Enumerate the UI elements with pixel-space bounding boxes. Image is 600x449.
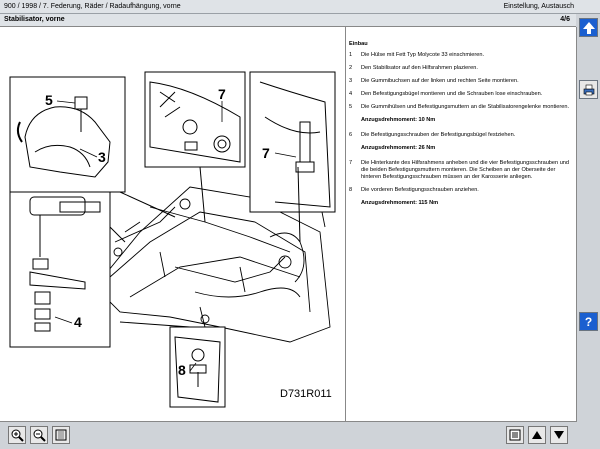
grid-icon: [509, 429, 521, 441]
callout-5: 4: [74, 314, 82, 330]
technical-illustration: 5 3 7 7 4 8 D731R011: [0, 27, 345, 421]
document-header: Stabilisator, vorne 4/6: [0, 14, 576, 27]
torque-spec: Anzugsdrehmoment: 26 Nm: [361, 145, 436, 151]
detail-box-lower-left: [9, 191, 126, 348]
stabilizer-drawing: 5 3 7 7 4 8 D731R011: [9, 71, 336, 408]
instruction-step: 8 Die vorderen Befestigungsschrauben anz…: [349, 187, 479, 193]
instruction-step: 5 Die Gummihülsen und Befestigungsmutter…: [349, 104, 570, 110]
detail-box-upper-center: [144, 71, 246, 223]
instruction-step: 6 Die Befestigungsschrauben der Befestig…: [349, 132, 516, 138]
instructions-heading: Einbau: [349, 41, 368, 47]
fit-page-icon: [55, 429, 67, 441]
torque-spec: Anzugsdrehmoment: 10 Nm: [361, 117, 436, 123]
fit-page-button[interactable]: [52, 426, 70, 444]
grid-view-button[interactable]: [506, 426, 524, 444]
instruction-step: 1 Die Hülse mit Fett Typ Molycote 33 ein…: [349, 52, 485, 58]
arrow-up-icon: [582, 21, 595, 34]
previous-page-button[interactable]: [528, 426, 546, 444]
zoom-in-icon: [11, 429, 24, 442]
print-icon: [583, 84, 594, 95]
callout-7a: 7: [218, 86, 226, 102]
torque-spec: Anzugsdrehmoment: 115 Nm: [361, 200, 439, 206]
instruction-step: 7 Die Hinterkante des Hilfsrahmens anheb…: [349, 160, 570, 180]
figure-code: D731R011: [280, 388, 332, 400]
triangle-up-icon: [532, 431, 542, 439]
zoom-out-button[interactable]: [30, 426, 48, 444]
callout-3: 3: [98, 149, 106, 165]
mode-label: Einstellung, Austausch: [503, 3, 574, 10]
breadcrumb: 900 / 1998 / 7. Federung, Räder / Radauf…: [4, 3, 181, 10]
callout-7b: 7: [262, 145, 270, 161]
instruction-step: 2 Den Stabilisator auf den Hilfsrahmen p…: [349, 65, 478, 71]
help-button[interactable]: ?: [579, 312, 598, 331]
navigate-up-button[interactable]: [579, 18, 598, 37]
content-area: 5 3 7 7 4 8 D731R011 Einbau 1 Die Hülse: [0, 27, 577, 422]
page-counter: 4/6: [560, 16, 570, 23]
title-bar: 900 / 1998 / 7. Federung, Räder / Radauf…: [0, 0, 600, 14]
bottom-toolbar: [0, 422, 576, 449]
callout-4: 5: [45, 92, 53, 108]
instruction-step: 3 Die Gummibuchsen auf der linken und re…: [349, 78, 519, 84]
instruction-step: 4 Den Befestigungsbügel montieren und di…: [349, 91, 543, 97]
print-button[interactable]: [579, 80, 598, 99]
zoom-in-button[interactable]: [8, 426, 26, 444]
detail-box-upper-right: [249, 71, 336, 243]
pane-divider: [345, 27, 346, 421]
next-page-button[interactable]: [550, 426, 568, 444]
detail-box-bottom: [169, 326, 226, 408]
help-icon: ?: [584, 314, 593, 329]
page-title: Stabilisator, vorne: [4, 16, 65, 23]
right-sidebar: ?: [577, 14, 600, 449]
callout-8: 8: [178, 362, 186, 378]
instructions-panel: Einbau 1 Die Hülse mit Fett Typ Molycote…: [349, 41, 571, 215]
triangle-down-icon: [554, 431, 564, 439]
zoom-out-icon: [33, 429, 46, 442]
